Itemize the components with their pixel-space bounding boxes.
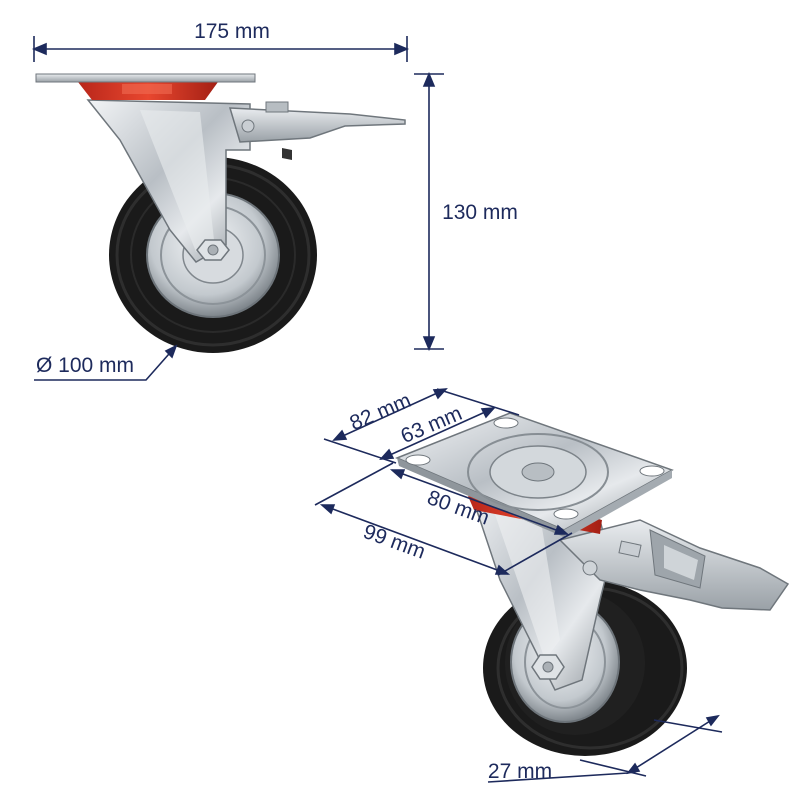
mounting-hole <box>553 508 579 520</box>
plate-length-label: 99 mm <box>360 520 428 564</box>
width-label: 175 mm <box>194 20 270 43</box>
mounting-hole <box>639 465 665 477</box>
wheel-width-label: 27 mm <box>488 760 552 783</box>
mounting-hole <box>405 454 431 466</box>
angled-view-caster <box>395 412 790 756</box>
side-top-plate <box>35 73 256 83</box>
height-label: 130 mm <box>442 201 518 224</box>
mounting-hole <box>493 417 519 429</box>
wheel-diameter-label: Ø 100 mm <box>36 354 134 377</box>
dimension-lines <box>31 36 723 783</box>
side-brake-lever <box>228 107 406 143</box>
side-view-caster <box>35 73 406 353</box>
